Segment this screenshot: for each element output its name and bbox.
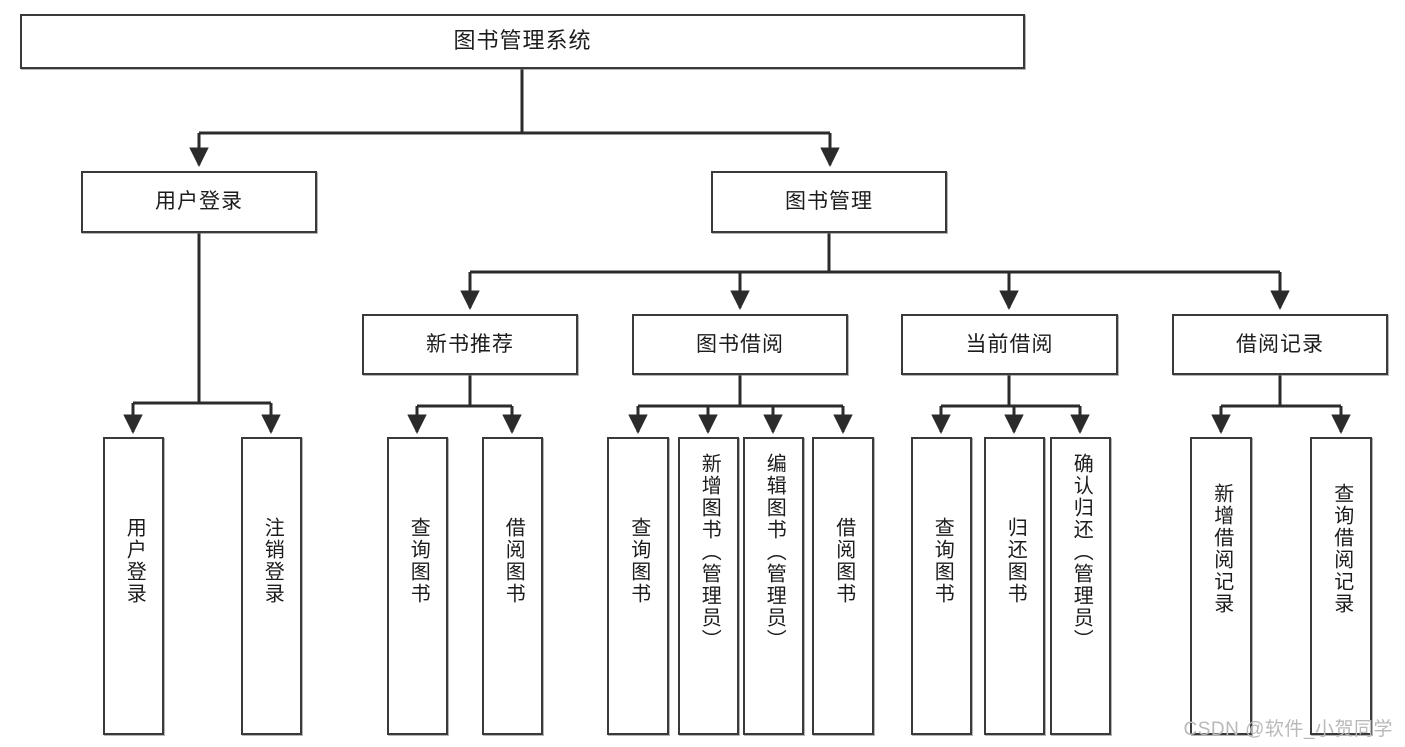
node-leaf-add-book-admin[interactable]: 新增图书（管理员） [678, 437, 739, 735]
node-user-login-label: 用户登录 [155, 190, 243, 214]
node-leaf-add-borrow-rec[interactable]: 新增借阅记录 [1190, 437, 1252, 735]
node-leaf-borrow-book-bor-label: 借阅图书 [832, 517, 855, 605]
node-leaf-return-book-label: 归还图书 [1004, 517, 1027, 605]
node-leaf-query-book-bor[interactable]: 查询图书 [607, 437, 669, 735]
node-book-borrow-label: 图书借阅 [696, 332, 784, 356]
node-leaf-edit-book-admin-label: 编辑图书（管理员） [763, 453, 786, 651]
node-leaf-confirm-return[interactable]: 确认归还（管理员） [1050, 437, 1111, 735]
node-leaf-borrow-book-rec[interactable]: 借阅图书 [482, 437, 543, 735]
watermark-text: CSDN @软件_小贺同学 [1183, 719, 1393, 740]
node-leaf-edit-book-admin[interactable]: 编辑图书（管理员） [743, 437, 804, 735]
node-book-management-label: 图书管理 [785, 190, 873, 214]
node-leaf-query-book-rec-label: 查询图书 [407, 517, 430, 605]
node-leaf-query-book-bor-label: 查询图书 [627, 517, 650, 605]
node-borrow-record-label: 借阅记录 [1236, 332, 1324, 356]
node-leaf-confirm-return-label: 确认归还（管理员） [1070, 453, 1093, 651]
node-book-borrow[interactable]: 图书借阅 [632, 314, 848, 375]
node-new-book-recommend[interactable]: 新书推荐 [362, 314, 578, 375]
node-leaf-query-book-cur-label: 查询图书 [931, 517, 954, 605]
node-new-book-recommend-label: 新书推荐 [426, 332, 514, 356]
node-leaf-return-book[interactable]: 归还图书 [984, 437, 1045, 735]
node-current-borrow-label: 当前借阅 [965, 332, 1054, 356]
node-leaf-user-login[interactable]: 用户登录 [103, 437, 164, 735]
node-leaf-add-borrow-rec-label: 新增借阅记录 [1210, 483, 1233, 615]
node-book-management[interactable]: 图书管理 [711, 171, 947, 233]
node-leaf-query-book-rec[interactable]: 查询图书 [387, 437, 448, 735]
node-root-system[interactable]: 图书管理系统 [20, 14, 1025, 69]
node-leaf-borrow-book-rec-label: 借阅图书 [502, 517, 525, 605]
node-leaf-user-login-label: 用户登录 [123, 517, 146, 605]
node-root-system-label: 图书管理系统 [453, 28, 592, 54]
node-leaf-query-borrow-rec[interactable]: 查询借阅记录 [1310, 437, 1372, 735]
node-leaf-add-book-admin-label: 新增图书（管理员） [698, 453, 721, 651]
node-leaf-query-book-cur[interactable]: 查询图书 [911, 437, 972, 735]
node-leaf-query-borrow-rec-label: 查询借阅记录 [1330, 483, 1353, 615]
node-borrow-record[interactable]: 借阅记录 [1172, 314, 1388, 375]
node-leaf-logout[interactable]: 注销登录 [241, 437, 302, 735]
node-leaf-borrow-book-bor[interactable]: 借阅图书 [812, 437, 874, 735]
node-user-login[interactable]: 用户登录 [81, 171, 317, 233]
node-leaf-logout-label: 注销登录 [261, 517, 284, 605]
node-current-borrow[interactable]: 当前借阅 [901, 314, 1118, 375]
